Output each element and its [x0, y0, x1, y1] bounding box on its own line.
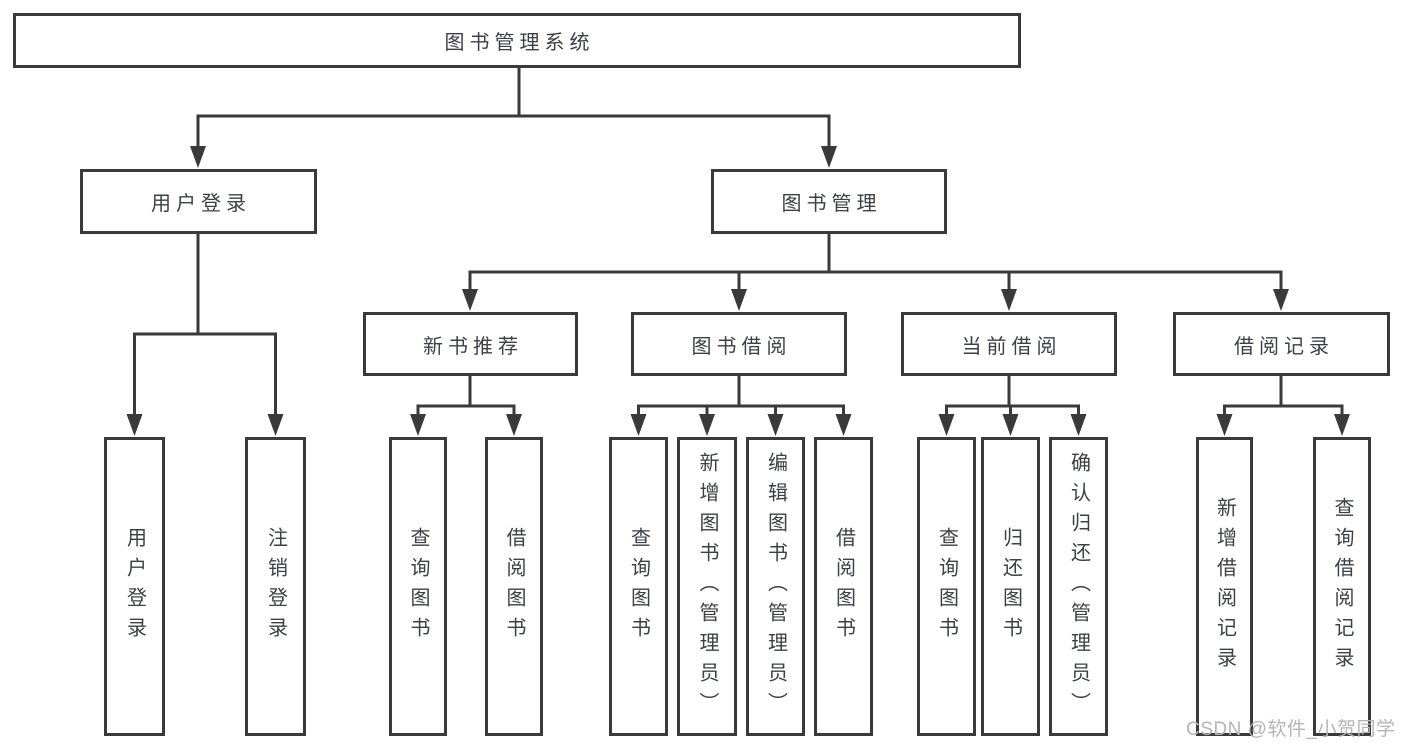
- arrow-down-icon: [835, 414, 852, 436]
- leaf-query-borrow-record: 查询借阅记录: [1313, 437, 1371, 736]
- leaf-add-books-admin: 新增图书（管理员）: [677, 437, 737, 736]
- arrow-down-icon: [699, 414, 715, 436]
- leaf-borrow-books: 借阅图书: [814, 437, 873, 736]
- leaf-query-books: 查询图书: [917, 437, 976, 736]
- connector-book-borrow-children: [637, 373, 845, 422]
- arrow-down-icon: [1273, 289, 1289, 311]
- connector-current-borrow-children: [945, 373, 1080, 422]
- node-book-management: 图书管理: [711, 169, 947, 234]
- arrow-down-icon: [1002, 414, 1019, 436]
- arrow-down-icon: [1070, 414, 1087, 436]
- connector-book-management-to-level3: [468, 231, 1283, 298]
- csdn-watermark: CSDN @软件_小贺同学: [1186, 719, 1396, 740]
- arrow-down-icon: [190, 146, 206, 168]
- node-new-book-recommendation: 新书推荐: [363, 312, 578, 376]
- node-book-borrowing: 图书借阅: [631, 312, 847, 376]
- node-current-borrowing: 当前借阅: [901, 312, 1117, 376]
- arrow-down-icon: [767, 414, 784, 436]
- arrow-down-icon: [731, 289, 747, 311]
- arrowheads: [126, 146, 1350, 436]
- leaf-query-books: 查询图书: [389, 437, 447, 736]
- connector-borrow-records-children: [1223, 373, 1344, 422]
- leaf-edit-books-admin: 编辑图书（管理员）: [746, 437, 805, 736]
- leaf-confirm-return-admin: 确认归还（管理员）: [1049, 437, 1108, 736]
- arrow-down-icon: [1334, 414, 1350, 436]
- node-user-login: 用户登录: [80, 169, 317, 234]
- leaf-add-borrow-record: 新增借阅记录: [1196, 437, 1253, 736]
- leaf-logout-login: 注销登录: [245, 437, 306, 736]
- arrow-down-icon: [938, 414, 955, 436]
- arrow-down-icon: [1001, 289, 1017, 311]
- arrow-down-icon: [821, 146, 837, 168]
- arrow-down-icon: [630, 414, 647, 436]
- leaf-user-login: 用户登录: [104, 437, 165, 736]
- arrow-down-icon: [506, 414, 522, 436]
- leaf-query-books: 查询图书: [609, 437, 668, 736]
- leaf-return-books: 归还图书: [981, 437, 1040, 736]
- leaf-borrow-books: 借阅图书: [485, 437, 543, 736]
- arrow-down-icon: [126, 414, 143, 436]
- arrow-down-icon: [267, 414, 284, 436]
- node-borrowing-records: 借阅记录: [1173, 312, 1390, 376]
- arrow-down-icon: [462, 289, 478, 311]
- node-library-system: 图书管理系统: [13, 13, 1021, 68]
- arrow-down-icon: [410, 414, 426, 436]
- arrow-down-icon: [1216, 414, 1233, 436]
- connector-root-to-level2: [196, 65, 831, 154]
- connector-new-book-children: [416, 373, 516, 422]
- connector-user-login-children: [133, 230, 277, 422]
